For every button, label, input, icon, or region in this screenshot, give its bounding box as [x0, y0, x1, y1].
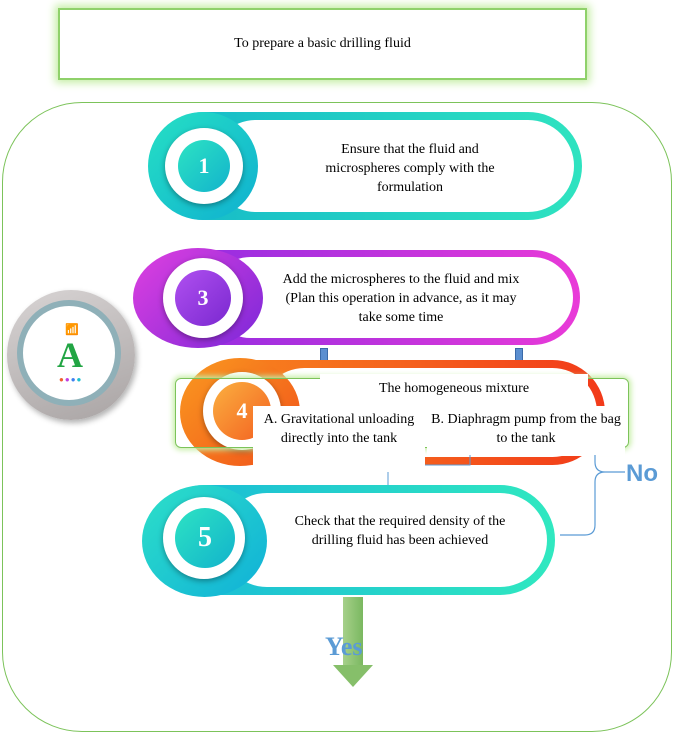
flow-container	[2, 102, 672, 732]
title: To prepare a basic drilling fluid	[234, 36, 411, 51]
option-b: B. Diaphragm pump from the bag to the ta…	[427, 406, 625, 456]
step-3-text: Add the microspheres to the fluid and mi…	[282, 272, 520, 325]
step-5-number: 5	[175, 508, 235, 568]
step-3-number: 3	[175, 270, 231, 326]
arrow-head	[333, 665, 373, 687]
step-1-number: 1	[178, 140, 230, 192]
step-1-text: Ensure that the fluid and microspheres c…	[325, 142, 495, 195]
step-4-text: The homogeneous mixture	[320, 374, 588, 404]
arrow-down-icon	[343, 597, 363, 665]
no-label: No	[626, 460, 658, 487]
step-5-text: Check that the required density of the d…	[294, 514, 506, 548]
chart-icon: 📶	[65, 323, 79, 336]
yes-label: Yes	[325, 632, 363, 661]
option-a: A. Gravitational unloading directly into…	[253, 406, 425, 472]
logo: 📶 A ●●●●	[7, 290, 135, 420]
step-1	[150, 112, 582, 220]
dots-icon: ●●●●	[59, 375, 83, 384]
title-box: To prepare a basic drilling fluid	[58, 8, 587, 80]
logo-letter: A	[57, 335, 83, 375]
